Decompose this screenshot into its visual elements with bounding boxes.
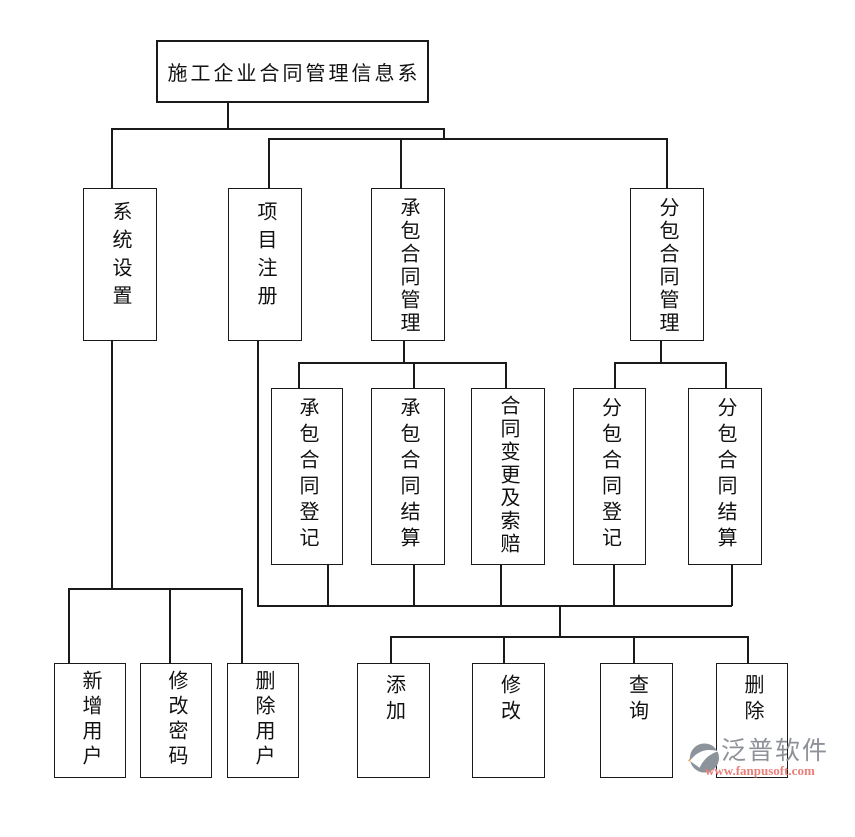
node-project-registration: 项目注册 (228, 188, 302, 341)
node-label: 系统设置 (109, 201, 131, 313)
node-query: 查询 (600, 663, 673, 778)
node-subcontract-management: 分包合同管理 (630, 188, 704, 341)
node-label: 查询 (625, 674, 648, 726)
node-label: 修改 (497, 674, 520, 726)
node-contract-registration: 承包合同登记 (271, 388, 343, 565)
node-label: 承包合同管理 (397, 197, 419, 335)
node-label: 承包合同登记 (296, 397, 318, 553)
node-label: 承包合同结算 (397, 397, 419, 553)
connector (660, 340, 662, 363)
connector (614, 362, 727, 364)
connector (268, 138, 270, 189)
node-system-settings: 系统设置 (83, 188, 157, 341)
connector (413, 362, 415, 389)
node-label: 删除用户 (252, 670, 274, 770)
connector (725, 362, 727, 389)
connector (731, 565, 733, 606)
node-label: 分包合同登记 (598, 397, 621, 553)
node-label: 合同变更及索赔 (497, 395, 519, 556)
node-add-user: 新增用户 (54, 663, 126, 778)
node-label: 分包合同结算 (714, 397, 736, 553)
connector (614, 362, 616, 389)
connector (298, 362, 507, 364)
connector (613, 565, 615, 606)
connector (403, 340, 405, 363)
node-delete: 删除 (716, 663, 788, 778)
node-modify: 修改 (472, 663, 545, 778)
connector (413, 565, 415, 606)
connector (503, 636, 505, 664)
connector (747, 636, 749, 664)
fanpu-logo-icon (687, 743, 719, 773)
connector (68, 588, 242, 590)
connector (227, 103, 229, 129)
node-contract-management: 承包合同管理 (371, 188, 445, 341)
node-label: 新增用户 (79, 670, 101, 770)
node-label: 修改密码 (165, 670, 187, 770)
connector (443, 128, 445, 139)
connector (633, 636, 635, 664)
connector (111, 340, 113, 589)
node-contract-settlement: 承包合同结算 (371, 388, 445, 565)
connector (390, 636, 392, 664)
connector (68, 588, 70, 664)
connector (257, 605, 732, 607)
connector (390, 636, 749, 638)
connector (111, 128, 113, 189)
node-label: 分包合同管理 (656, 197, 678, 335)
connector (500, 565, 502, 606)
node-subcontract-settlement: 分包合同结算 (688, 388, 762, 565)
connector (257, 340, 259, 606)
connector (241, 588, 243, 664)
connector (400, 138, 402, 189)
connector (111, 128, 444, 130)
connector (169, 588, 171, 664)
node-label: 删除 (741, 674, 763, 726)
node-subcontract-registration: 分包合同登记 (573, 388, 646, 565)
node-root: 施工企业合同管理信息系 (156, 40, 429, 103)
node-label: 项目注册 (254, 201, 276, 313)
connector (505, 362, 507, 389)
connector (559, 605, 561, 637)
node-label: 添加 (382, 674, 405, 726)
node-change-password: 修改密码 (140, 663, 212, 778)
connector (268, 138, 668, 140)
node-contract-change-claim: 合同变更及索赔 (471, 388, 545, 565)
connector (298, 362, 300, 389)
node-add: 添加 (357, 663, 430, 778)
node-root-label: 施工企业合同管理信息系 (167, 63, 421, 85)
connector (327, 565, 329, 606)
connector (666, 138, 668, 189)
node-delete-user: 删除用户 (227, 663, 299, 778)
